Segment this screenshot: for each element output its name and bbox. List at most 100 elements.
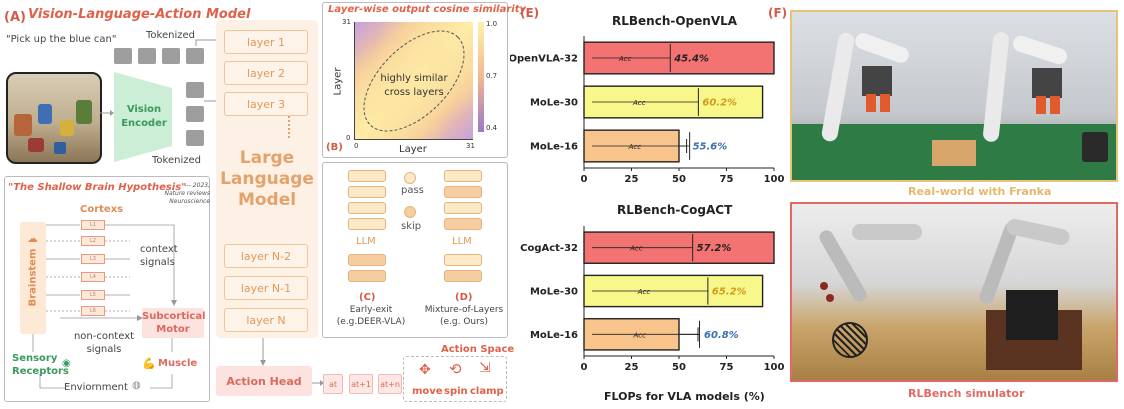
accuracy-label: 57.2% xyxy=(697,243,732,254)
layer-ellipsis xyxy=(288,116,292,138)
category-label: MoLe-16 xyxy=(530,142,578,153)
brain-citation: --- 2023, Nature reviews Neuroscience xyxy=(164,182,211,205)
brain-title: "The Shallow Brain Hypothesis" xyxy=(8,182,187,193)
chart2-xtick-label: 25 xyxy=(625,362,639,373)
layer-1: layer 1 xyxy=(224,30,308,54)
muscle-icon: 💪 xyxy=(142,357,156,370)
layer-3: layer 3 xyxy=(224,92,308,116)
action-token-tn: at+n xyxy=(378,374,402,394)
tokenized-bottom-label: Tokenized xyxy=(152,155,201,166)
accuracy-label: 65.2% xyxy=(712,287,747,298)
b-xlabel: Layer xyxy=(399,144,427,155)
eye-icon: ◉ xyxy=(62,358,71,369)
action-head: Action Head xyxy=(216,366,312,396)
skip-circle xyxy=(404,206,416,218)
panel-a-letter: (A) xyxy=(4,10,26,25)
llm-label: Large Language Model xyxy=(220,148,314,210)
clamp-icon: ⇲ xyxy=(479,360,491,376)
b-ylabel: Layer xyxy=(332,67,344,96)
acc-inner-label: Acc xyxy=(637,288,651,296)
non-context-signals-label: non-context signals xyxy=(73,331,135,355)
panel-b-box xyxy=(322,2,508,158)
cortexs-label: Cortexs xyxy=(80,204,124,215)
colorbar xyxy=(478,22,484,132)
skip-label: skip xyxy=(401,221,422,232)
instruction-text: "Pick up the blue can" xyxy=(6,34,117,45)
subcortical-motor: Subcortical Motor xyxy=(142,308,206,338)
context-signals-label: context signals xyxy=(140,244,178,268)
c-layer-5 xyxy=(348,254,386,266)
c-layer-1 xyxy=(348,170,386,182)
input-image xyxy=(6,72,102,164)
cortex-l3: L3 xyxy=(81,254,105,264)
heatmap-annotation: highly similar cross layers xyxy=(380,73,448,98)
cortex-l2: L2 xyxy=(81,236,105,246)
environment-label: Enviornment xyxy=(64,382,128,393)
action-space-box xyxy=(403,356,507,402)
d-caption: Mixture-of-Layers (e.g. Ours) xyxy=(424,305,504,327)
chart1-xtick-label: 25 xyxy=(625,174,639,185)
colorbar-tick-2: 0.7 xyxy=(486,72,498,80)
real-world-caption: Real-world with Franka xyxy=(908,185,1052,198)
simulator-caption: RLBench simulator xyxy=(908,387,1025,400)
d-layer-5 xyxy=(444,254,482,266)
acc-inner-label: Acc xyxy=(629,245,643,253)
accuracy-label: 45.4% xyxy=(673,54,709,65)
chart1-xtick-label: 50 xyxy=(672,174,686,185)
simulator-photo xyxy=(790,202,1118,382)
vision-encoder-shape xyxy=(114,72,172,162)
action-head-arrow xyxy=(312,380,324,386)
chart2-xtick-label: 75 xyxy=(720,362,734,373)
brain-arrows xyxy=(32,224,177,389)
chart1-xtick-label: 0 xyxy=(581,174,588,185)
d-layer-2 xyxy=(444,186,482,198)
d-layer-4 xyxy=(444,218,482,230)
c-llm-label: LLM xyxy=(356,236,376,247)
panel-e-letter: (E) xyxy=(520,6,540,20)
d-layer-1 xyxy=(444,170,482,182)
layer-2: layer 2 xyxy=(224,61,308,85)
chart1-title: RLBench-OpenVLA xyxy=(612,14,738,28)
acc-inner-label: Acc xyxy=(628,143,642,151)
layer-n-2: layer N-2 xyxy=(224,244,308,268)
category-label: CogAct-32 xyxy=(520,243,578,254)
spin-icon: ⟲ xyxy=(449,360,462,378)
b-letter: (B) xyxy=(326,142,343,153)
d-llm-label: LLM xyxy=(452,236,472,247)
chart2-xtick-label: 0 xyxy=(581,362,588,373)
b-xtick-right: 31 xyxy=(466,142,475,150)
category-label: OpenVLA-32 xyxy=(510,54,578,65)
acc-inner-label: Acc xyxy=(618,55,632,63)
accuracy-label: 55.6% xyxy=(693,142,728,153)
tokenized-top-label: Tokenized xyxy=(146,30,195,41)
action-token-t: at xyxy=(323,374,343,394)
c-letter: (C) xyxy=(359,292,376,303)
chart2-title: RLBench-CogACT xyxy=(617,203,733,217)
action-clamp: clamp xyxy=(470,386,504,397)
action-token-t1: at+1 xyxy=(349,374,373,394)
llm-to-action-arrow xyxy=(260,338,266,366)
cortex-l6: L6 xyxy=(81,306,105,316)
category-label: MoLe-30 xyxy=(530,287,578,298)
layer-n: layer N xyxy=(224,308,308,332)
panel-f-letter: (F) xyxy=(768,6,788,20)
acc-inner-label: Acc xyxy=(632,99,646,107)
pass-circle xyxy=(404,172,416,184)
brain-panel xyxy=(4,176,210,402)
action-space-title: Action Space xyxy=(441,344,515,355)
pass-label: pass xyxy=(401,185,424,196)
cortex-l4: L4 xyxy=(81,272,105,282)
chart1-xtick-label: 75 xyxy=(720,174,734,185)
heatmap xyxy=(354,22,473,140)
action-move: move xyxy=(412,386,443,397)
category-label: MoLe-30 xyxy=(530,98,578,109)
accuracy-label: 60.8% xyxy=(704,330,739,341)
cortex-l5: L5 xyxy=(81,290,105,300)
action-spin: spin xyxy=(444,386,468,397)
chart-xlabel: FLOPs for VLA models (%) xyxy=(604,390,765,403)
panel-b-title: Layer-wise output cosine similarity xyxy=(328,4,527,15)
b-ytick-top: 31 xyxy=(342,18,351,26)
category-label: MoLe-16 xyxy=(530,330,578,341)
d-letter: (D) xyxy=(455,292,473,303)
